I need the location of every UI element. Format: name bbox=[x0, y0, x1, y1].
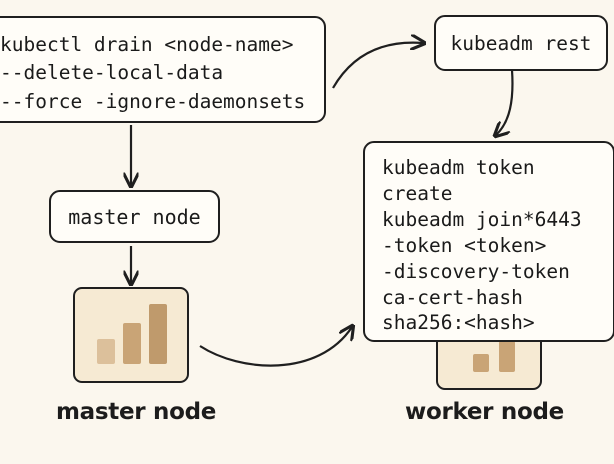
bar-chart-icon bbox=[438, 317, 540, 388]
join-command-line-4: -token <token> bbox=[382, 234, 547, 257]
master-node-caption: master node bbox=[56, 399, 217, 425]
join-command-line-5: -discovery-token bbox=[382, 260, 570, 283]
drain-command-line-3: --force -ignore-daemonsets bbox=[0, 90, 306, 113]
bar-chart-bar-medium bbox=[123, 323, 141, 364]
bar-chart-icon bbox=[75, 289, 187, 381]
drain-command-line-2: --delete-local-data bbox=[0, 61, 224, 84]
bar-chart-bar-short bbox=[97, 339, 115, 364]
worker-node-caption: worker node bbox=[405, 399, 564, 425]
arrow-drain-to-reset bbox=[332, 43, 423, 89]
arrow-master-to-worker bbox=[199, 327, 352, 367]
drain-command-line-1: kubectl drain <node-name> bbox=[0, 33, 294, 56]
drain-command-box: kubectl drain <node-name> --delete-local… bbox=[0, 16, 326, 123]
master-node-label: master node bbox=[68, 205, 201, 229]
join-command-line-6: ca-cert-hash bbox=[382, 286, 523, 309]
join-command-box: kubeadm token create kubeadm join*6443 -… bbox=[363, 141, 614, 342]
bar-chart-bar-tall bbox=[499, 341, 515, 372]
kubeadm-reset-box: kubeadm rest bbox=[434, 15, 608, 71]
bar-chart-bar-tall bbox=[149, 304, 167, 364]
join-command-line-2: create bbox=[382, 182, 453, 205]
join-command-line-3: kubeadm join*6443 bbox=[382, 208, 582, 231]
master-node-label-box: master node bbox=[49, 190, 220, 243]
join-command-line-7: sha256:<hash> bbox=[382, 311, 535, 334]
arrow-reset-to-join bbox=[496, 69, 514, 135]
join-command-line-1: kubeadm token bbox=[382, 156, 535, 179]
kubeadm-reset-label: kubeadm rest bbox=[450, 32, 592, 55]
bar-chart-bar-short bbox=[473, 354, 489, 372]
master-node-tile bbox=[73, 287, 189, 383]
